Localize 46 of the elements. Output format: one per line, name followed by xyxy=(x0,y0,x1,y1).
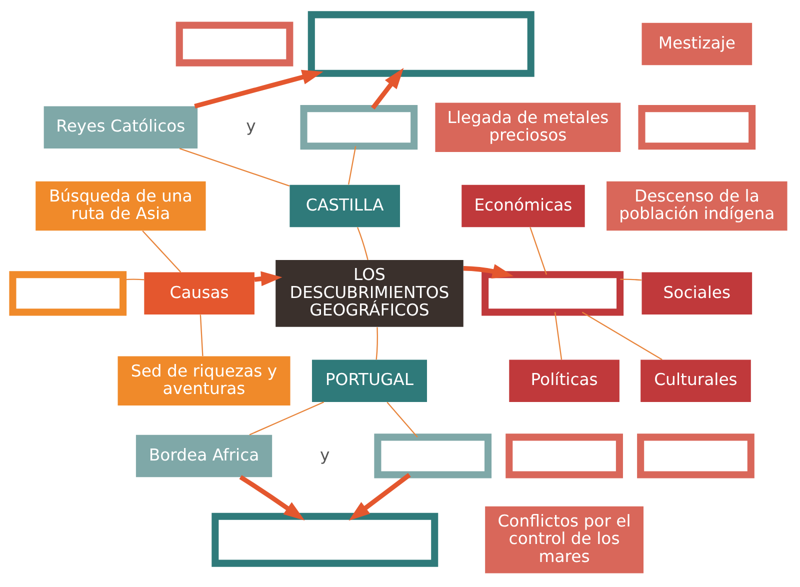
connector xyxy=(200,314,204,356)
arrow xyxy=(463,264,514,278)
label: y xyxy=(246,116,256,136)
node-box: Económicas xyxy=(462,184,585,227)
node-box xyxy=(638,104,756,150)
node-box xyxy=(374,433,492,478)
connector xyxy=(123,278,144,280)
node-box: Causas xyxy=(144,272,254,314)
node-box xyxy=(212,512,438,566)
node-box: Políticas xyxy=(509,359,620,402)
connector xyxy=(142,230,182,272)
connector xyxy=(179,148,290,186)
arrow xyxy=(370,67,404,110)
node-box: PORTUGAL xyxy=(312,359,427,402)
node-box: Llegada de metales preciosos xyxy=(435,102,621,152)
node-box: Mestizaje xyxy=(642,22,752,65)
node-box: Sociales xyxy=(642,272,752,314)
arrow xyxy=(348,472,411,520)
node-box: Sed de riquezas y aventuras xyxy=(118,356,290,405)
connector xyxy=(376,326,378,360)
node-box xyxy=(308,10,534,76)
label: y xyxy=(320,444,330,464)
node-box: LOS DESCUBRIMIENTOS GEOGRÁFICOS xyxy=(276,259,464,326)
connector xyxy=(386,401,418,437)
connector xyxy=(530,226,548,274)
node-box: Búsqueda de una ruta de Asia xyxy=(36,180,206,230)
connector xyxy=(620,278,642,280)
connector xyxy=(357,226,368,260)
node-box: Conflictos por el control de los mares xyxy=(485,506,644,573)
node-box xyxy=(637,433,754,478)
node-box xyxy=(482,270,624,316)
arrow xyxy=(194,69,324,108)
node-box: Culturales xyxy=(640,359,751,402)
connector xyxy=(554,312,562,360)
node-box xyxy=(176,21,294,66)
node-box: Descenso de la población indígena xyxy=(606,180,788,230)
node-box xyxy=(300,104,418,150)
connector xyxy=(582,311,662,360)
node-box: Reyes Católicos xyxy=(44,106,198,148)
node-box xyxy=(9,270,127,316)
node-box: Bordea Africa xyxy=(136,434,272,477)
node-box: CASTILLA xyxy=(290,184,400,227)
connector xyxy=(348,146,356,184)
arrow xyxy=(239,474,305,520)
node-box xyxy=(506,433,623,478)
connector xyxy=(249,401,324,435)
